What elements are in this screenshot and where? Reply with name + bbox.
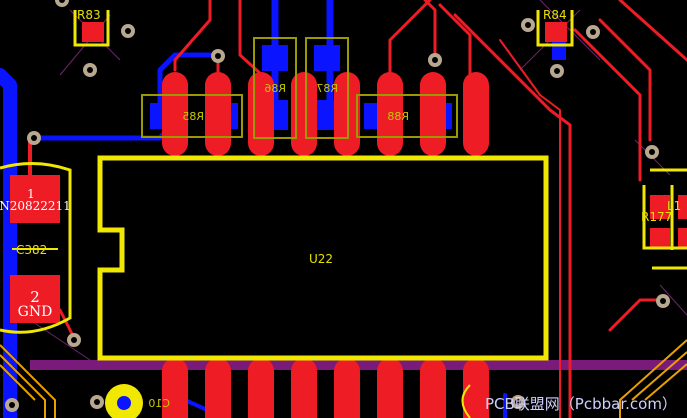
r177-label: R177 — [641, 210, 672, 224]
r86-label: R86 — [264, 82, 286, 95]
r87-label: R87 — [316, 82, 338, 95]
via — [521, 18, 535, 32]
via — [121, 24, 135, 38]
c382-outline — [0, 161, 72, 334]
silkscreen-outlines — [0, 10, 687, 361]
via — [55, 0, 69, 7]
r83-pad — [82, 22, 104, 42]
c382-pad1-net: N20822211 — [0, 199, 71, 213]
via — [550, 64, 564, 78]
via — [511, 395, 525, 409]
ic-top-pads — [162, 72, 489, 156]
u22-outline — [97, 155, 549, 361]
via — [5, 398, 19, 412]
c382-pad2-number: 2 — [30, 288, 40, 306]
via — [428, 53, 442, 67]
via — [586, 25, 600, 39]
via — [645, 145, 659, 159]
ic-bottom-pads — [162, 358, 489, 418]
watermark: PCB联盟网（Pcbbar.com） — [485, 395, 677, 413]
via — [90, 395, 104, 409]
bottom-silk-outlines — [141, 37, 458, 139]
r85-label: R85 — [182, 110, 204, 123]
c382-pad-1 — [10, 175, 60, 223]
c382-pad1-number: 1 — [27, 187, 35, 201]
vias — [5, 0, 670, 412]
c382-pad2-net: GND — [18, 304, 53, 320]
l1-pad-2 — [678, 228, 687, 248]
u22-label: U22 — [309, 252, 333, 266]
c10-pad-hole — [117, 396, 131, 410]
r84-label: R84 — [543, 8, 567, 22]
l1-label: L1 — [667, 199, 681, 213]
r84-pad — [545, 22, 567, 42]
via — [27, 131, 41, 145]
r88-label: R88 — [387, 110, 409, 123]
via — [83, 63, 97, 77]
l1-pad-1 — [678, 195, 687, 219]
c382-label: C382 — [16, 243, 47, 257]
r177-pad-2 — [650, 228, 670, 248]
inner-layer-traces — [0, 339, 687, 418]
r177-pad-1 — [650, 195, 670, 219]
c10-outline — [461, 384, 471, 418]
via — [67, 333, 81, 347]
via — [211, 49, 225, 63]
top-layer-traces — [28, 0, 687, 418]
c10-label: C10 — [148, 397, 170, 410]
c382-pad-2 — [10, 275, 60, 323]
via — [656, 294, 670, 308]
r83-label: R83 — [77, 8, 101, 22]
